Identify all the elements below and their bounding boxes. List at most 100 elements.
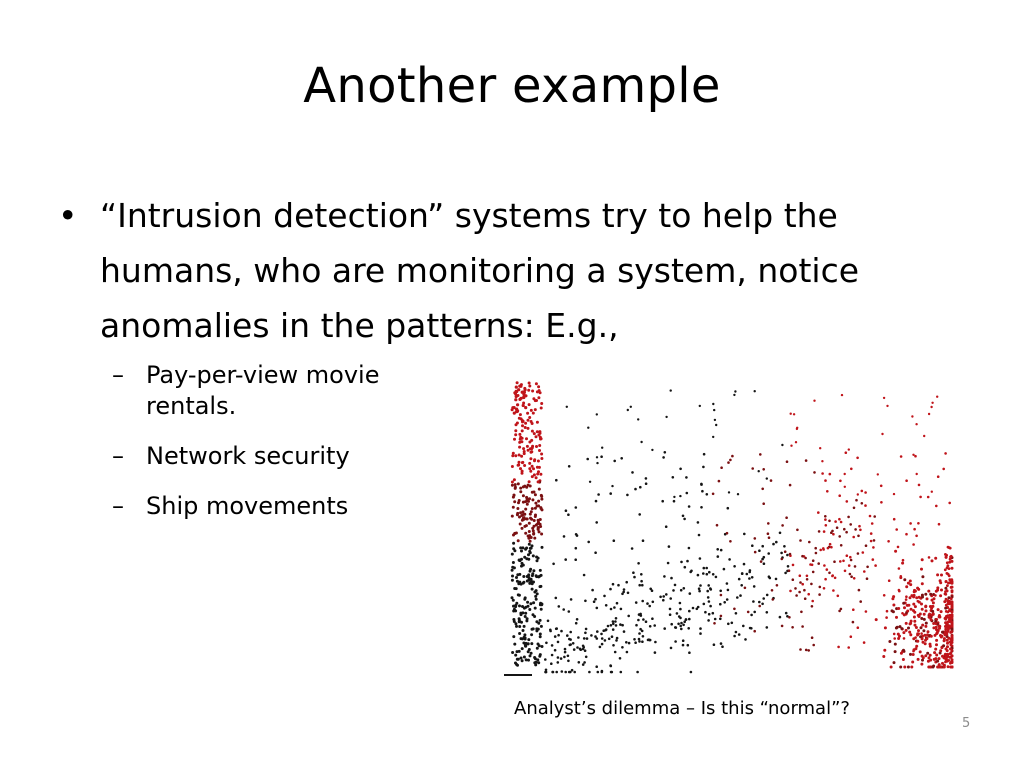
scatter-dot bbox=[525, 502, 529, 506]
scatter-dot bbox=[619, 607, 623, 611]
scatter-dot bbox=[535, 420, 539, 424]
scatter-dot bbox=[595, 456, 599, 459]
scatter-dot bbox=[707, 619, 710, 622]
scatter-dot bbox=[563, 650, 567, 654]
scatter-dot bbox=[615, 636, 619, 640]
scatter-dot bbox=[912, 590, 916, 594]
scatter-dot bbox=[942, 644, 946, 648]
scatter-dot bbox=[514, 429, 518, 433]
scatter-dot bbox=[924, 624, 928, 628]
scatter-dot bbox=[510, 408, 514, 412]
scatter-dot bbox=[644, 482, 648, 485]
scatter-dot bbox=[946, 665, 950, 669]
scatter-dot bbox=[625, 641, 628, 644]
scatter-dot bbox=[746, 610, 750, 614]
scatter-dot bbox=[726, 588, 730, 592]
scatter-dot bbox=[725, 598, 729, 601]
scatter-dot bbox=[748, 577, 751, 580]
scatter-dot bbox=[681, 514, 685, 518]
scatter-dot bbox=[761, 557, 764, 561]
scatter-dot bbox=[801, 625, 804, 628]
scatter-dot bbox=[753, 390, 756, 393]
scatter-dot bbox=[932, 622, 936, 625]
scatter-dot bbox=[532, 519, 536, 522]
scatter-dot bbox=[852, 608, 855, 611]
scatter-dot bbox=[706, 596, 710, 599]
scatter-dot bbox=[526, 650, 530, 654]
scatter-dot bbox=[522, 624, 526, 628]
scatter-dot bbox=[702, 572, 705, 575]
scatter-dot bbox=[527, 388, 531, 392]
scatter-dot bbox=[611, 484, 614, 488]
scatter-dot bbox=[517, 460, 521, 464]
scatter-dot bbox=[538, 431, 542, 435]
scatter-dot bbox=[719, 593, 723, 597]
scatter-dot bbox=[519, 435, 523, 439]
scatter-dot bbox=[600, 670, 604, 674]
scatter-dot bbox=[890, 609, 894, 613]
scatter-dot bbox=[935, 643, 938, 647]
scatter-dot bbox=[901, 612, 904, 615]
scatter-dot bbox=[913, 619, 917, 623]
scatter-dot bbox=[930, 606, 934, 610]
scatter-dot bbox=[907, 603, 911, 607]
scatter-dot bbox=[917, 522, 920, 525]
scatter-dot bbox=[523, 426, 527, 429]
scatter-dot bbox=[516, 403, 520, 407]
scatter-dot bbox=[926, 633, 929, 637]
scatter-dot bbox=[540, 497, 544, 501]
scatter-dot bbox=[944, 590, 947, 593]
scatter-dot bbox=[882, 655, 886, 658]
scatter-dot bbox=[696, 605, 700, 609]
scatter-dot bbox=[914, 647, 918, 651]
scatter-dot bbox=[651, 600, 655, 604]
scatter-dot bbox=[567, 659, 570, 663]
scatter-dot bbox=[525, 437, 528, 441]
scatter-dot bbox=[926, 630, 930, 634]
scatter-dot bbox=[850, 575, 853, 578]
scatter-dot bbox=[544, 658, 547, 661]
scatter-dot bbox=[945, 638, 949, 642]
scatter-dot bbox=[521, 420, 524, 424]
scatter-dot bbox=[517, 593, 521, 597]
scatter-dot bbox=[843, 527, 846, 531]
scatter-dot bbox=[920, 593, 924, 597]
scatter-dot bbox=[510, 465, 514, 468]
scatter-dot bbox=[595, 606, 599, 610]
scatter-dot bbox=[856, 626, 860, 629]
scatter-dot bbox=[640, 573, 643, 576]
scatter-dot bbox=[512, 607, 516, 611]
scatter-dot bbox=[923, 434, 926, 438]
bullet-symbol: • bbox=[58, 196, 78, 235]
scatter-dot bbox=[594, 499, 598, 503]
scatter-dot bbox=[923, 633, 927, 637]
scatter-dot bbox=[522, 401, 526, 405]
scatter-dot bbox=[944, 586, 948, 590]
scatter-dot bbox=[799, 581, 802, 584]
scatter-dot bbox=[762, 502, 765, 505]
scatter-dot bbox=[537, 520, 540, 524]
scatter-dot bbox=[811, 570, 815, 574]
scatter-dot bbox=[649, 587, 652, 591]
scatter-dot bbox=[591, 588, 594, 592]
sub-bullet-list: – Pay-per-view movie rentals. – Network … bbox=[112, 360, 442, 541]
scatter-dot bbox=[712, 402, 715, 406]
scatter-dot bbox=[538, 618, 542, 622]
scatter-dot bbox=[902, 637, 906, 640]
scatter-dot bbox=[936, 659, 940, 663]
scatter-dot bbox=[929, 618, 933, 622]
scatter-dot bbox=[588, 480, 592, 483]
scatter-dot bbox=[531, 529, 535, 533]
scatter-dot bbox=[535, 629, 539, 633]
scatter-dot bbox=[719, 548, 723, 552]
scatter-dot bbox=[855, 498, 858, 502]
scatter-dot bbox=[575, 618, 579, 621]
scatter-dot bbox=[529, 420, 533, 423]
scatter-dot bbox=[526, 483, 530, 487]
scatter-dot bbox=[510, 514, 514, 518]
scatter-dot bbox=[687, 546, 691, 550]
scatter-dot bbox=[564, 670, 567, 674]
scatter-dot bbox=[924, 605, 928, 609]
scatter-dot bbox=[905, 479, 908, 482]
scatter-dot bbox=[821, 472, 824, 475]
